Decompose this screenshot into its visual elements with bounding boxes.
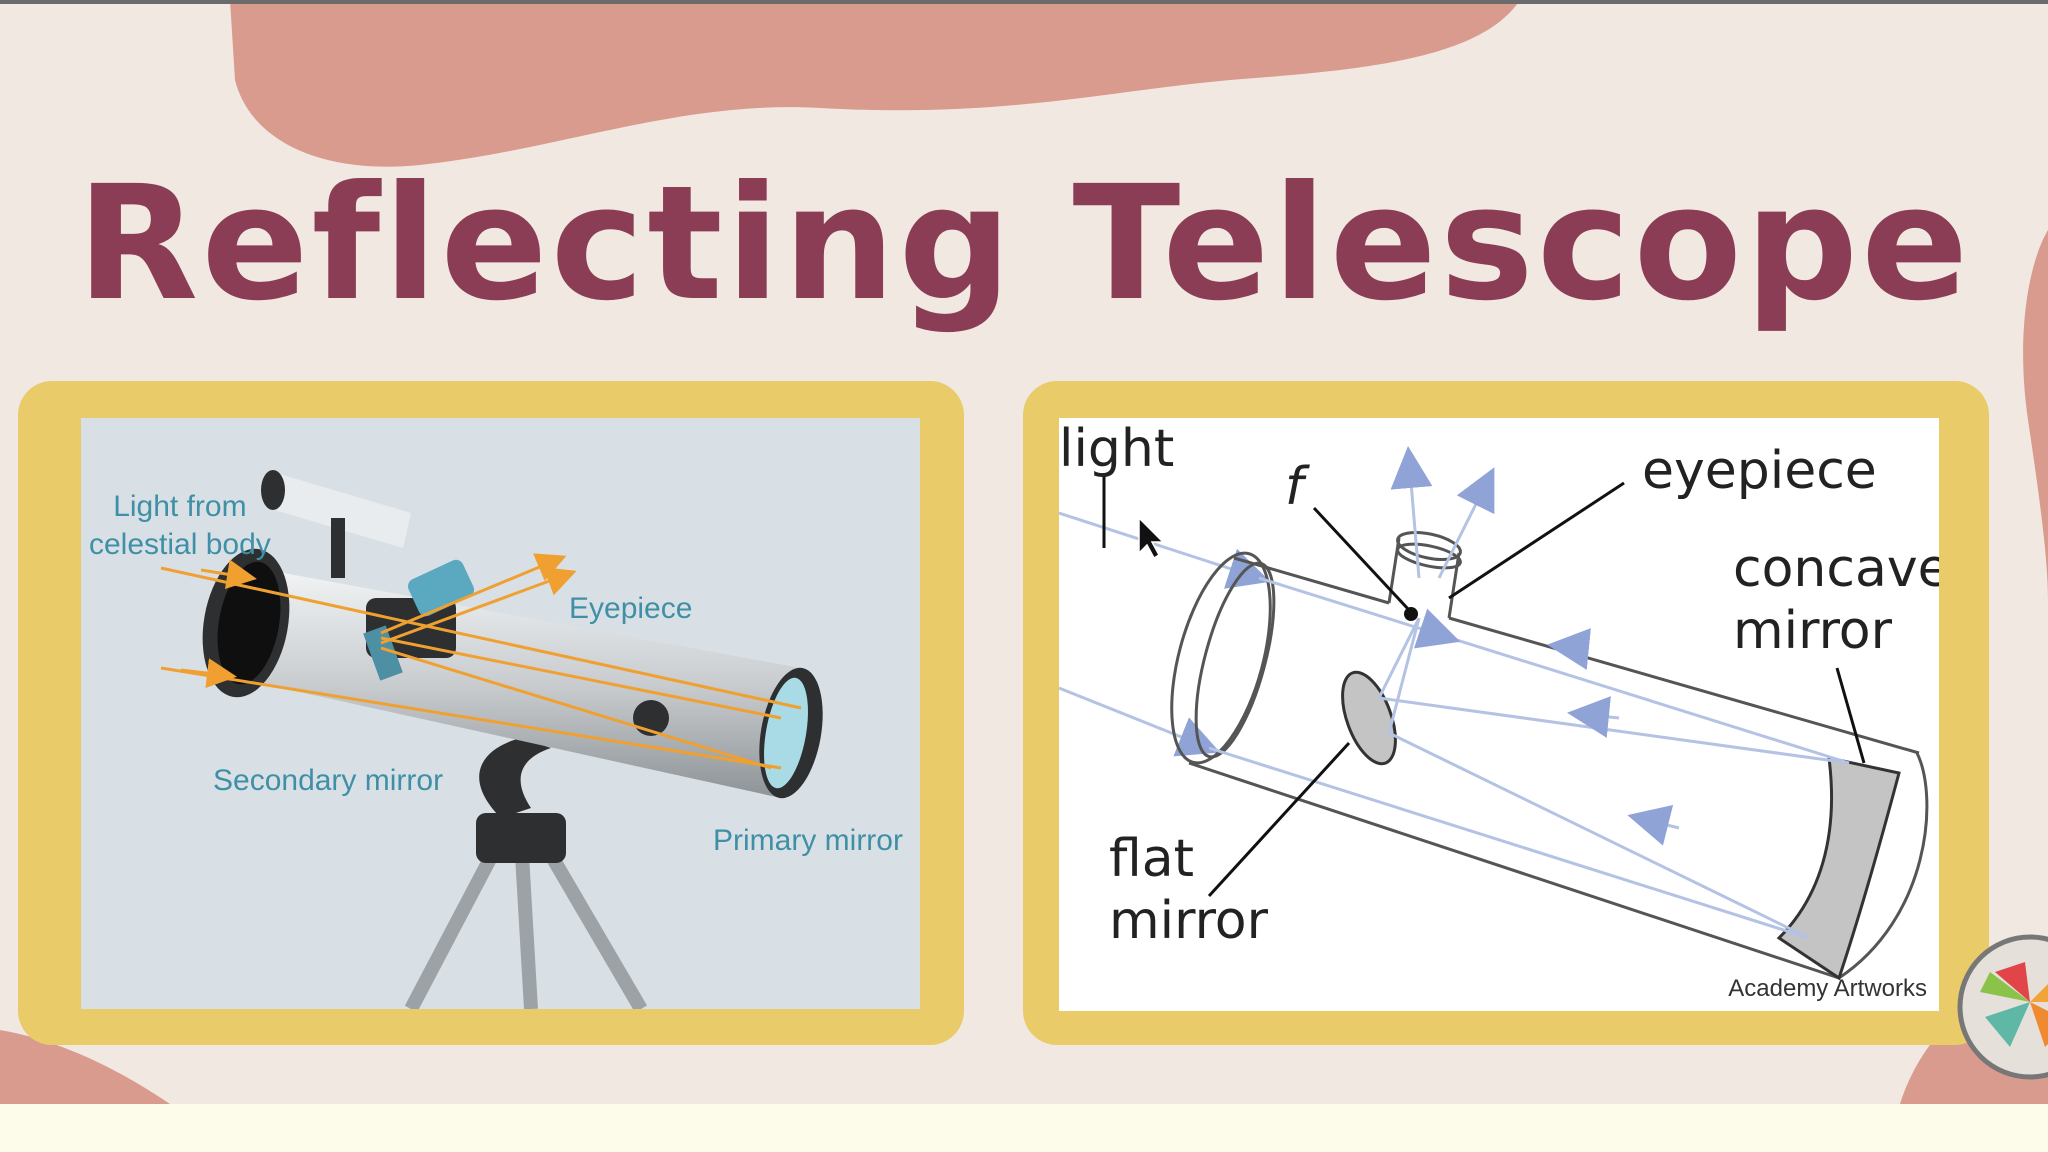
- label-light: light: [1059, 419, 1175, 479]
- focal-point-dot: [1404, 607, 1418, 621]
- tripod-head: [476, 813, 566, 863]
- label-focal-point: f: [1285, 457, 1304, 517]
- label-flat-mirror: flat mirror: [1109, 829, 1268, 952]
- label-primary-mirror: Primary mirror: [713, 824, 903, 857]
- arrow-pointer-icon: [1138, 516, 1165, 560]
- incoming-rays: [1059, 511, 1271, 757]
- right-blob: [2023, 230, 2048, 600]
- bottom-left-blob: [0, 1030, 170, 1104]
- telescope-photo-illustration: [160, 470, 823, 1009]
- image-credit: Academy Artworks: [1728, 975, 1927, 1002]
- tripod: [404, 834, 648, 1009]
- label-secondary-mirror: Secondary mirror: [213, 764, 444, 797]
- colorful-petal-logo-icon: [1957, 934, 2048, 1080]
- telescope-diagram-panel: light f eyepiece concave mirror flat mir…: [1059, 418, 1939, 1011]
- mount-arm: [479, 738, 551, 818]
- focuser: [363, 559, 475, 681]
- reflecting-telescope-diagram: [1059, 446, 1929, 981]
- flat-mirror-shape: [1341, 670, 1397, 766]
- light-rays: [160, 553, 802, 770]
- top-blob: [230, 0, 1520, 167]
- leader-lines: [1102, 473, 1866, 898]
- label-concave-mirror: concave mirror: [1733, 539, 1939, 662]
- telescope-photo-panel: Light from celestial body Eyepiece Secon…: [81, 418, 920, 1009]
- label-eyepiece-diagram: eyepiece: [1642, 441, 1877, 501]
- diagram-eyepiece-tube: [1387, 531, 1462, 619]
- diagram-frame: light f eyepiece concave mirror flat mir…: [1023, 381, 1989, 1045]
- top-edge-stripe: [0, 0, 2048, 4]
- label-eyepiece-photo: Eyepiece: [569, 592, 693, 625]
- photo-frame: Light from celestial body Eyepiece Secon…: [18, 381, 964, 1045]
- label-light-from-celestial-body: Light from celestial body: [89, 490, 271, 561]
- concave-mirror-shape: [1776, 756, 1901, 981]
- slide-title: Reflecting Telescope: [76, 152, 1972, 336]
- finder-scope: [261, 470, 411, 578]
- internal-rays: [1208, 446, 1850, 940]
- footer-bar: [0, 1104, 2048, 1152]
